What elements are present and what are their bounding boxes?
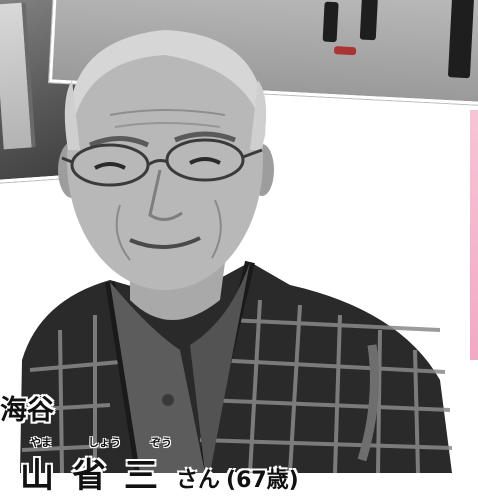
name-char: 山 <box>20 456 54 496</box>
name-ruby: やま <box>30 436 52 449</box>
shirt-button <box>162 394 174 406</box>
polo-shirt <box>110 282 205 473</box>
name-char: 省 <box>72 456 106 496</box>
eyebrow <box>89 136 150 148</box>
age-label: (67歳) <box>226 468 299 493</box>
glasses <box>61 138 263 187</box>
sweater-pattern <box>21 299 453 473</box>
name-ruby: しょう <box>88 436 121 449</box>
location-label: 海谷 <box>0 395 54 426</box>
honorific: さん <box>176 468 221 493</box>
name-ruby: ぞう <box>150 436 172 449</box>
drawstring <box>357 344 379 462</box>
mouth <box>129 236 201 250</box>
eye <box>94 162 126 170</box>
name-char: 三 <box>124 456 158 496</box>
hair <box>69 30 266 140</box>
pink-border-strip <box>470 110 478 360</box>
nose <box>148 169 183 221</box>
portrait-photo <box>20 30 453 473</box>
